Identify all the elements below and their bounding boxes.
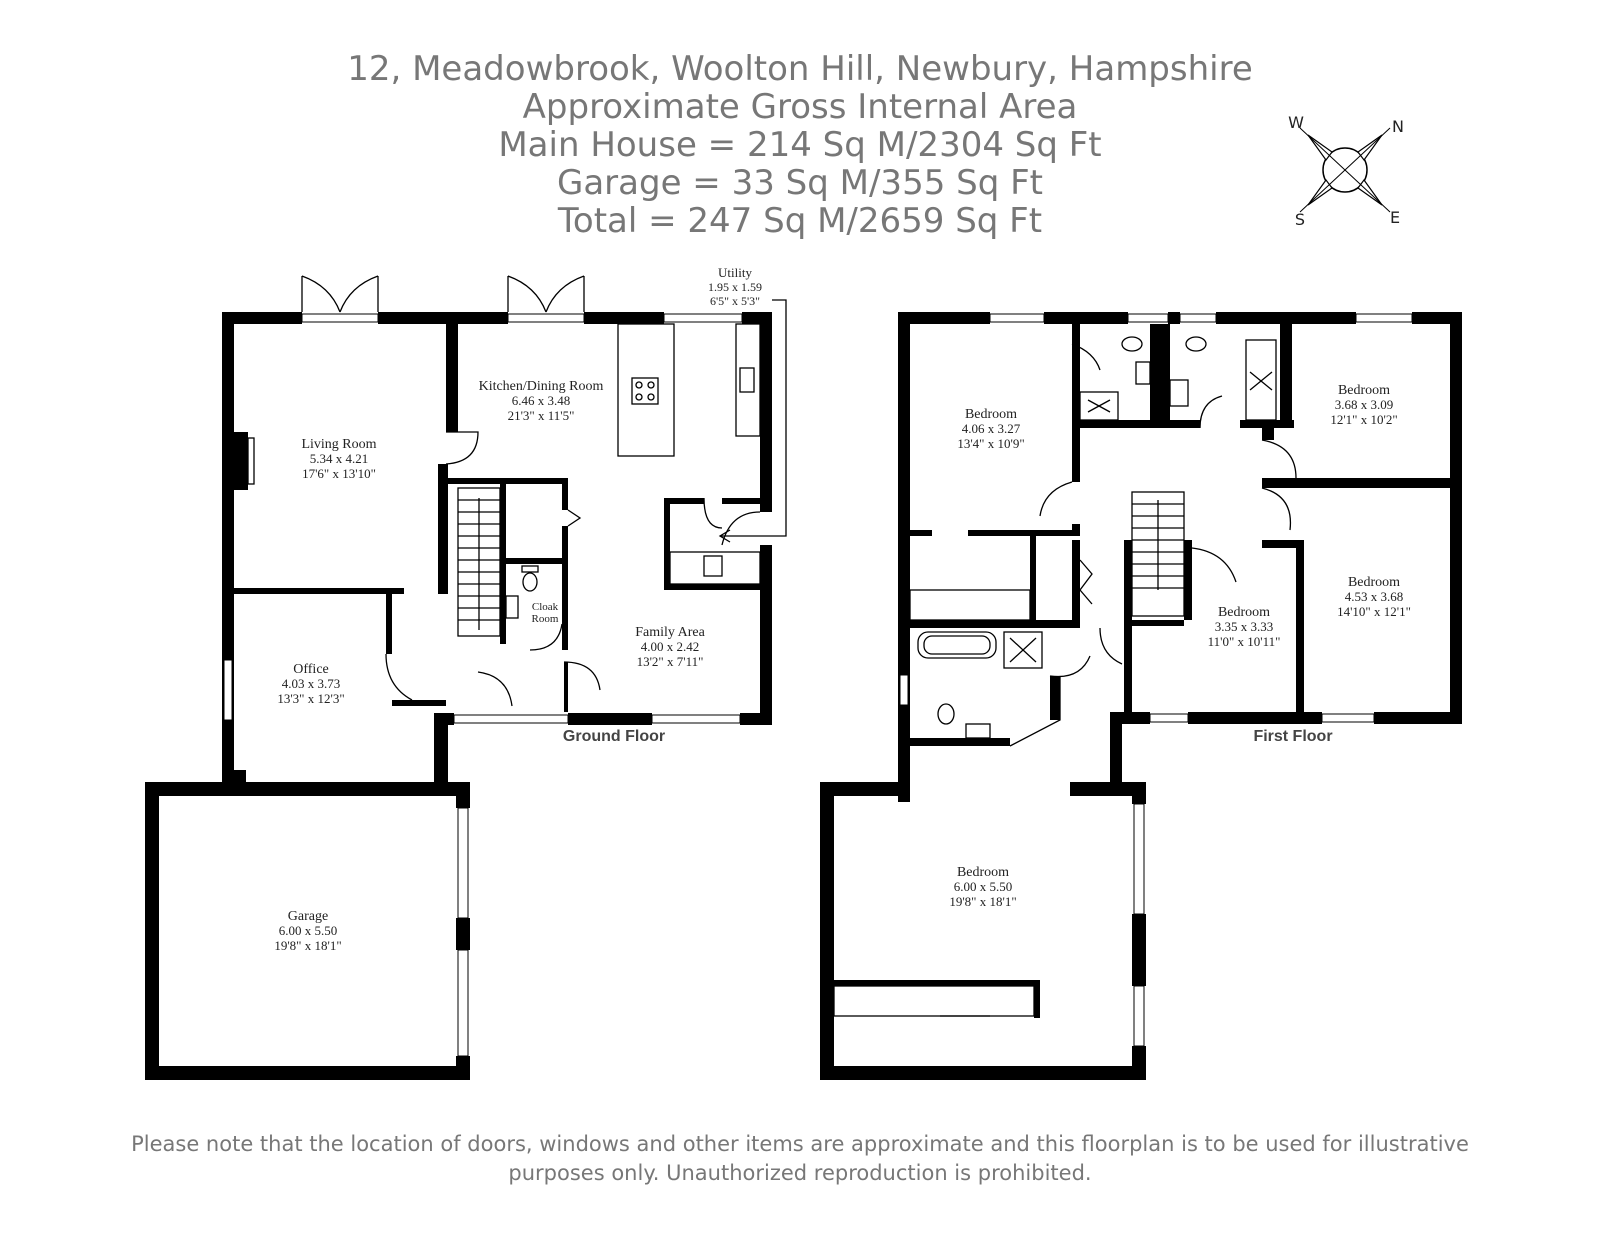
svg-text:4.00 x 2.42: 4.00 x 2.42 xyxy=(641,639,700,654)
svg-text:Bedroom: Bedroom xyxy=(957,865,1009,880)
total-area: Total = 247 Sq M/2659 Sq Ft xyxy=(557,201,1043,241)
main-house-area: Main House = 214 Sq M/2304 Sq Ft xyxy=(498,125,1102,165)
garage-plan: Garage 6.00 x 5.50 19'8" x 18'1" xyxy=(145,782,470,1080)
toilet-icon xyxy=(937,703,955,725)
utility-label: Utility 1.95 x 1.59 6'5" x 5'3" xyxy=(708,265,762,308)
svg-text:3.68 x 3.09: 3.68 x 3.09 xyxy=(1335,397,1394,412)
garage-area: Garage = 33 Sq M/355 Sq Ft xyxy=(557,163,1043,203)
svg-text:19'8" x 18'1": 19'8" x 18'1" xyxy=(274,938,341,953)
svg-text:14'10" x 12'1": 14'10" x 12'1" xyxy=(1337,604,1411,619)
shower-icon xyxy=(1003,631,1043,669)
address-title: 12, Meadowbrook, Woolton Hill, Newbury, … xyxy=(347,49,1253,89)
toilet-icon xyxy=(521,565,539,592)
svg-text:Cloak: Cloak xyxy=(532,601,559,613)
compass-w-label: W xyxy=(1288,113,1304,132)
svg-text:Room: Room xyxy=(532,613,559,625)
cloak-room-label: Cloak Room xyxy=(532,601,559,625)
first-stairs-icon xyxy=(1132,500,1184,590)
living-room-label: Living Room 5.34 x 4.21 17'6" x 13'10" xyxy=(301,437,376,481)
shower-icon xyxy=(1079,391,1119,421)
ground-stairs-icon xyxy=(458,498,500,630)
svg-text:Bedroom: Bedroom xyxy=(965,407,1017,422)
svg-text:4.03 x 3.73: 4.03 x 3.73 xyxy=(282,676,341,691)
toilet-icon xyxy=(1121,336,1143,352)
svg-text:13'2" x 7'11": 13'2" x 7'11" xyxy=(637,654,704,669)
svg-text:11'0" x 10'11": 11'0" x 10'11" xyxy=(1208,634,1281,649)
svg-text:Bedroom: Bedroom xyxy=(1218,605,1270,620)
basin-icon xyxy=(1169,379,1189,407)
kitchen-dining-label: Kitchen/Dining Room 6.46 x 3.48 21'3" x … xyxy=(479,379,604,423)
family-area-label: Family Area 4.00 x 2.42 13'2" x 7'11" xyxy=(635,625,705,669)
basin-icon xyxy=(965,723,991,739)
compass-e-label: E xyxy=(1390,208,1400,227)
svg-text:12'1" x 10'2": 12'1" x 10'2" xyxy=(1330,412,1397,427)
disclaimer: Please note that the location of doors, … xyxy=(0,1130,1600,1188)
area-title: Approximate Gross Internal Area xyxy=(522,87,1078,127)
first-floor-plan: Bedroom 4.06 x 3.27 13'4" x 10'9" Bedroo… xyxy=(820,312,1462,1080)
hob-icon xyxy=(631,377,659,405)
svg-text:3.35 x 3.33: 3.35 x 3.33 xyxy=(1215,619,1274,634)
svg-text:4.06 x 3.27: 4.06 x 3.27 xyxy=(962,421,1021,436)
disclaimer-line-2: purposes only. Unauthorized reproduction… xyxy=(508,1161,1092,1185)
garage-label: Garage 6.00 x 5.50 19'8" x 18'1" xyxy=(274,909,341,953)
bedroom-5-label: Bedroom 6.00 x 5.50 19'8" x 18'1" xyxy=(949,865,1016,909)
compass-n-label: N xyxy=(1392,117,1404,136)
svg-text:6.00 x 5.50: 6.00 x 5.50 xyxy=(279,923,338,938)
compass-s-label: S xyxy=(1295,210,1305,229)
ground-floor-plan: Living Room 5.34 x 4.21 17'6" x 13'10" K… xyxy=(222,265,787,783)
svg-text:13'4" x 10'9": 13'4" x 10'9" xyxy=(957,436,1024,451)
plan-header: 12, Meadowbrook, Woolton Hill, Newbury, … xyxy=(0,50,1600,240)
basin-icon xyxy=(1135,361,1151,385)
bedroom-1-label: Bedroom 4.06 x 3.27 13'4" x 10'9" xyxy=(957,407,1024,451)
bedroom-3-label: Bedroom 3.35 x 3.33 11'0" x 10'11" xyxy=(1208,605,1281,649)
ground-floor-title: Ground Floor xyxy=(563,728,665,745)
toilet-icon xyxy=(1185,336,1207,352)
bedroom-2-label: Bedroom 3.68 x 3.09 12'1" x 10'2" xyxy=(1330,383,1397,427)
svg-text:19'8" x 18'1": 19'8" x 18'1" xyxy=(949,894,1016,909)
utility-sink-icon xyxy=(703,555,723,577)
office-label: Office 4.03 x 3.73 13'3" x 12'3" xyxy=(277,662,344,706)
svg-text:17'6" x 13'10": 17'6" x 13'10" xyxy=(302,466,376,481)
svg-text:Utility: Utility xyxy=(718,265,752,280)
svg-text:4.53 x 3.68: 4.53 x 3.68 xyxy=(1345,589,1404,604)
first-floor-title: First Floor xyxy=(1253,728,1332,745)
svg-text:6.00 x 5.50: 6.00 x 5.50 xyxy=(954,879,1013,894)
svg-text:Bedroom: Bedroom xyxy=(1338,383,1390,398)
svg-text:Family Area: Family Area xyxy=(635,625,705,640)
compass-icon: W N S E xyxy=(1288,113,1404,229)
svg-text:Kitchen/Dining Room: Kitchen/Dining Room xyxy=(479,379,604,394)
shower-icon xyxy=(1245,339,1277,421)
svg-text:Office: Office xyxy=(293,662,329,677)
svg-text:Living Room: Living Room xyxy=(301,437,376,452)
bathtub-icon xyxy=(917,631,997,659)
basin-icon xyxy=(505,595,519,619)
svg-text:Garage: Garage xyxy=(288,909,328,924)
svg-text:5.34 x 4.21: 5.34 x 4.21 xyxy=(310,451,369,466)
svg-text:6.46 x 3.48: 6.46 x 3.48 xyxy=(512,393,571,408)
svg-text:1.95 x 1.59: 1.95 x 1.59 xyxy=(708,280,762,294)
svg-text:13'3" x 12'3": 13'3" x 12'3" xyxy=(277,691,344,706)
bedroom-4-label: Bedroom 4.53 x 3.68 14'10" x 12'1" xyxy=(1337,575,1411,619)
svg-text:Bedroom: Bedroom xyxy=(1348,575,1400,590)
disclaimer-line-1: Please note that the location of doors, … xyxy=(131,1132,1469,1156)
svg-text:6'5" x 5'3": 6'5" x 5'3" xyxy=(710,294,760,308)
svg-text:21'3" x 11'5": 21'3" x 11'5" xyxy=(508,408,575,423)
kitchen-sink-icon xyxy=(739,367,755,393)
